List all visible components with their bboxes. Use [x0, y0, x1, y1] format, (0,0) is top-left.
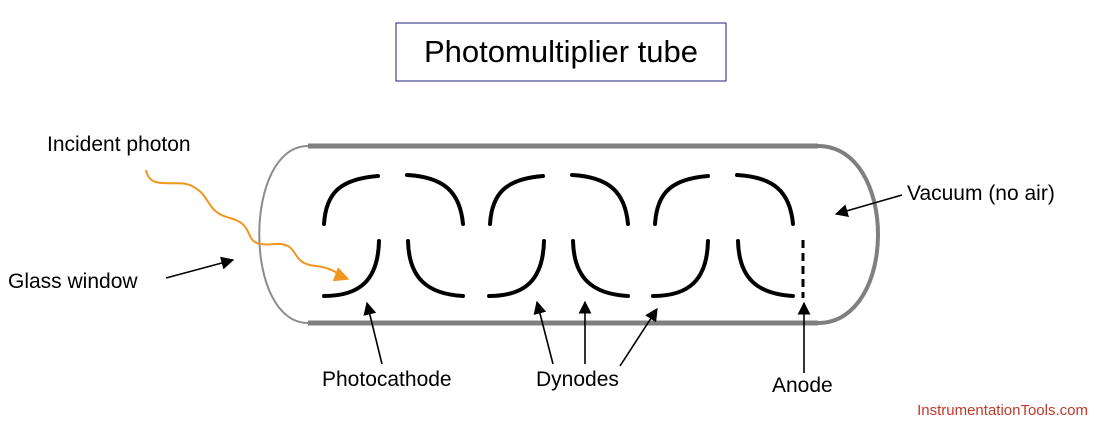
dynode-10: [735, 173, 795, 226]
photocathode-pointer: [363, 301, 383, 365]
dynode-11: [736, 239, 795, 298]
tube-right-end: [817, 144, 880, 325]
dynode-pointer-1: [533, 300, 554, 365]
vacuum-pointer: [834, 194, 903, 218]
vacuum-label: Vacuum (no air): [907, 182, 1055, 205]
dynode-6: [570, 173, 630, 226]
dynodes-label: Dynodes: [536, 368, 619, 391]
photocathode-label: Photocathode: [322, 368, 452, 391]
title-box: [395, 22, 727, 82]
dynode-9: [653, 174, 710, 226]
incident-photon-label: Incident photon: [47, 133, 191, 156]
glass-window-pointer: [165, 256, 235, 279]
electrodes: [322, 173, 805, 298]
pointer-arrows: [165, 194, 903, 373]
glass-window-label: Glass window: [8, 270, 138, 293]
dynode-5: [488, 174, 545, 226]
dynode-3: [406, 239, 465, 298]
tube-envelope: [258, 143, 880, 326]
tube-left-end: [258, 145, 309, 324]
photon-path: [145, 169, 350, 282]
dynode-4: [487, 239, 546, 298]
dynode-7: [571, 239, 630, 298]
dynode-pointer-3: [619, 307, 658, 367]
dynode-8: [651, 239, 710, 298]
watermark-text: InstrumentationTools.com: [917, 402, 1088, 419]
diagram-title: Photomultiplier tube: [424, 34, 698, 69]
photocathode-electrode: [322, 239, 381, 298]
dynode-1: [322, 174, 380, 226]
anode-label: Anode: [772, 374, 833, 397]
dynode-2: [405, 173, 465, 226]
